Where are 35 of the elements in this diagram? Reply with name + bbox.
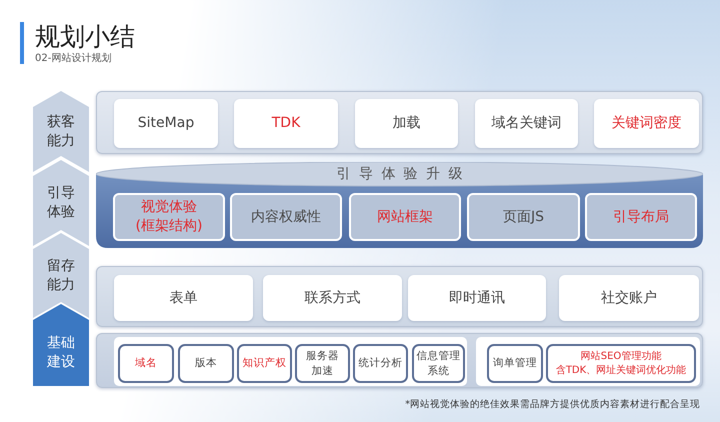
- feature-box: 域名: [118, 344, 174, 383]
- slide-title: 规划小结: [35, 22, 135, 52]
- feature-box: 表单: [114, 275, 253, 321]
- feature-box: 网站框架: [349, 193, 461, 241]
- feature-box: 网站SEO管理功能 含TDK、网址关键词优化功能: [546, 344, 696, 383]
- feature-box: 加载: [355, 99, 458, 148]
- feature-box: 版本: [178, 344, 234, 383]
- layer-panel: [96, 91, 703, 154]
- feature-box: 即时通讯: [408, 275, 546, 321]
- feature-box: 统计分析: [353, 344, 408, 383]
- feature-box: 域名关键词: [475, 99, 578, 148]
- feature-box: TDK: [234, 99, 338, 148]
- layer-tag: 留存能力: [33, 233, 89, 318]
- layer-panel: [96, 333, 703, 388]
- feature-box: 询单管理: [487, 344, 543, 383]
- band-title: 引导体验升级: [336, 165, 471, 183]
- feature-box: SiteMap: [114, 99, 218, 148]
- layer-tag: 引导体验: [33, 160, 89, 246]
- layer-panel: [96, 266, 703, 327]
- module-panel: [476, 337, 700, 386]
- feature-box: 页面JS: [467, 193, 580, 241]
- feature-box: 服务器加速: [295, 344, 350, 383]
- feature-box: 引导布局: [585, 193, 697, 241]
- footnote: *网站视觉体验的绝佳效果需品牌方提供优质内容素材进行配合呈现: [405, 399, 700, 411]
- subtitle: 02-网站设计规划: [35, 53, 112, 65]
- feature-box: 视觉体验(框架结构): [113, 193, 225, 241]
- feature-box: 信息管理系统: [412, 344, 465, 383]
- feature-box: 关键词密度: [594, 99, 699, 148]
- cylinder-band: [96, 162, 703, 248]
- feature-box: 社交账户: [559, 275, 699, 321]
- feature-box: 联系方式: [263, 275, 402, 321]
- module-panel: [114, 337, 467, 386]
- layer-tag: 获客能力: [33, 91, 89, 172]
- feature-box: 内容权威性: [230, 193, 342, 241]
- feature-box: 知识产权: [237, 344, 292, 383]
